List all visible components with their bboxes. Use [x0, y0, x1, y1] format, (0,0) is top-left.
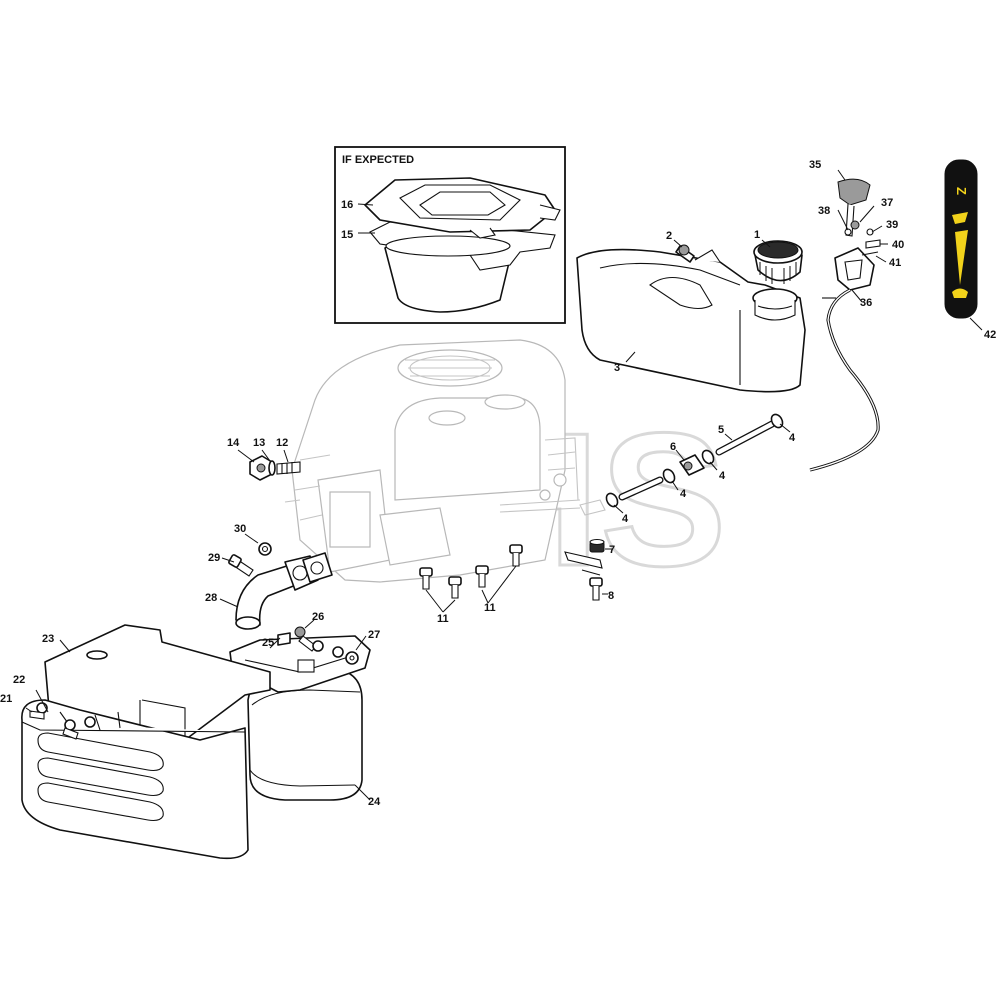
hose-clamps-4 — [605, 413, 784, 508]
callout-27: 27 — [368, 629, 380, 641]
callout-23: 23 — [42, 633, 54, 645]
callout-13: 13 — [253, 437, 265, 449]
callout-5: 5 — [718, 424, 724, 436]
fuel-filter-6 — [679, 454, 705, 476]
callout-36: 36 — [860, 297, 872, 309]
bolt-26 — [294, 626, 317, 652]
fuel-tank — [576, 248, 806, 393]
gasket — [302, 552, 333, 583]
callout-25: 25 — [262, 637, 274, 649]
screws-11 — [419, 544, 523, 599]
callout-4b: 4 — [719, 470, 726, 482]
decal-symbol: Z — [954, 187, 969, 195]
callout-40: 40 — [892, 239, 904, 251]
callout-12: 12 — [276, 437, 288, 449]
callout-29: 29 — [208, 552, 220, 564]
callout-37: 37 — [881, 197, 893, 209]
washer-13 — [268, 460, 276, 476]
callout-38: 38 — [818, 205, 830, 217]
washers-27 — [312, 640, 359, 665]
callout-7: 7 — [609, 544, 615, 556]
callout-4c: 4 — [680, 488, 687, 500]
callout-6: 6 — [670, 441, 676, 453]
callout-2: 2 — [666, 230, 672, 242]
callout-3: 3 — [614, 362, 620, 374]
callout-28: 28 — [205, 592, 217, 604]
stud-12 — [276, 461, 301, 475]
callout-11b: 11 — [484, 602, 496, 614]
engine-outline — [280, 339, 581, 583]
callout-11a: 11 — [437, 613, 449, 625]
throttle-control — [809, 178, 881, 472]
callout-4d: 4 — [622, 513, 629, 525]
callout-1: 1 — [754, 229, 760, 241]
callout-39: 39 — [886, 219, 898, 231]
nut-14 — [249, 455, 273, 481]
callout-21: 21 — [0, 693, 12, 705]
callout-35: 35 — [809, 159, 821, 171]
callout-14: 14 — [227, 437, 240, 449]
fuel-hose-5 — [715, 420, 776, 456]
callout-8: 8 — [608, 590, 614, 602]
muffler-24 — [247, 669, 363, 801]
screw-25 — [277, 632, 291, 646]
hare-icon — [952, 212, 968, 224]
speed-wedge-icon — [955, 230, 968, 285]
callout-24: 24 — [368, 796, 381, 808]
callout-4a: 4 — [789, 432, 796, 444]
callout-26: 26 — [312, 611, 324, 623]
callout-42: 42 — [984, 329, 996, 341]
screws-21-22 — [29, 702, 96, 740]
tortoise-icon — [952, 288, 968, 298]
inset-if-expected: IF EXPECTED — [334, 146, 566, 324]
nut-7 — [589, 538, 605, 553]
muffler-guard-23 — [21, 624, 271, 860]
bolt-2 — [675, 244, 695, 263]
washer-30 — [258, 542, 272, 556]
bolt-8 — [589, 577, 603, 601]
callout-30: 30 — [234, 523, 246, 535]
bracket-plate — [564, 551, 603, 576]
callouts: 1 2 3 4 4 4 4 5 6 7 8 11 11 12 13 14 15 … — [0, 159, 996, 808]
fuel-cap — [753, 240, 803, 284]
leader-lines — [25, 169, 983, 801]
callout-22: 22 — [13, 674, 25, 686]
callout-16: 16 — [341, 199, 353, 211]
throttle-decal: Z — [944, 159, 978, 319]
callout-41: 41 — [889, 257, 901, 269]
inset-title: IF EXPECTED — [342, 154, 414, 166]
fuel-hose-lower — [618, 476, 664, 501]
callout-15: 15 — [341, 229, 353, 241]
bolt-29 — [228, 554, 254, 577]
